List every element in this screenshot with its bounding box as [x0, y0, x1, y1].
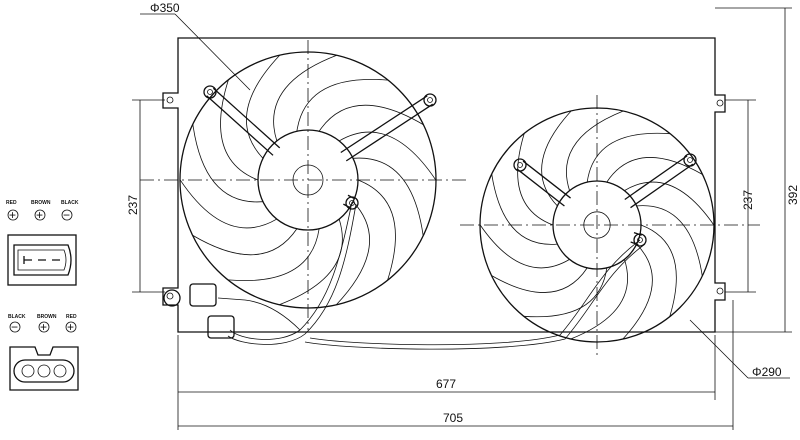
motor-arm [340, 95, 434, 162]
fan-blade [570, 259, 628, 340]
fan-blade [353, 157, 424, 236]
plus-icon: + [36, 208, 43, 222]
fan-blade [541, 110, 572, 207]
minus-icon: − [11, 320, 18, 334]
fan-blade [622, 243, 653, 340]
pin-label: RED [6, 200, 17, 206]
connector-plug-2 [207, 315, 235, 339]
connector-top: RED BROWN BLACK + + − [6, 200, 79, 286]
pin-label: RED [66, 314, 77, 320]
fan-blade [273, 54, 337, 142]
fan-blade [279, 218, 343, 306]
pin-label: BLACK [61, 200, 79, 206]
fan-blade [523, 267, 608, 318]
connector-bottom: BLACK BROWN RED − + + [8, 314, 79, 391]
fan-blade [517, 133, 554, 226]
fan-blade [318, 104, 424, 132]
overall-width-label: 705 [443, 411, 463, 425]
fan-blade [586, 132, 671, 183]
left-fan [179, 51, 437, 309]
fan-blade [246, 54, 281, 159]
fan-blade [220, 79, 259, 181]
shroud-frame [162, 37, 726, 333]
left-height-label: 237 [126, 195, 140, 215]
fan-blade [479, 224, 570, 269]
fan-blade [636, 205, 703, 277]
overall-height-label: 392 [786, 185, 800, 205]
fan-blade [296, 79, 389, 132]
motor-arm [206, 87, 281, 156]
fan-blade [624, 181, 715, 226]
fan-blade [357, 179, 396, 281]
plus-icon: + [67, 320, 74, 334]
motor-arm [624, 155, 694, 209]
right-height-label: 237 [741, 190, 755, 210]
connector-plug-1 [189, 283, 217, 307]
fan-blade [179, 179, 278, 229]
fan-blade [491, 173, 558, 245]
pin-label: BROWN [31, 200, 51, 206]
wiring-harness [163, 201, 646, 350]
fan-blade [227, 228, 320, 281]
fan-blade [640, 224, 677, 317]
fan-blade [566, 110, 624, 191]
dimensions: 237 237 392 677 705 Φ350 Φ290 [126, 1, 800, 430]
plus-icon: + [40, 320, 47, 334]
right-diameter-label: Φ290 [752, 365, 782, 379]
fan-blade [335, 201, 370, 306]
fan-blade [192, 124, 263, 203]
inner-width-label: 677 [436, 377, 456, 391]
left-diameter-label: Φ350 [150, 1, 180, 15]
fan-blade [491, 267, 588, 293]
plus-icon: + [9, 208, 16, 222]
minus-icon: − [63, 208, 70, 222]
fan-blade [338, 131, 437, 181]
pin-label: BLACK [8, 314, 26, 320]
fan-blade [192, 228, 298, 256]
motor-arm [516, 160, 571, 207]
pin-label: BROWN [37, 314, 57, 320]
